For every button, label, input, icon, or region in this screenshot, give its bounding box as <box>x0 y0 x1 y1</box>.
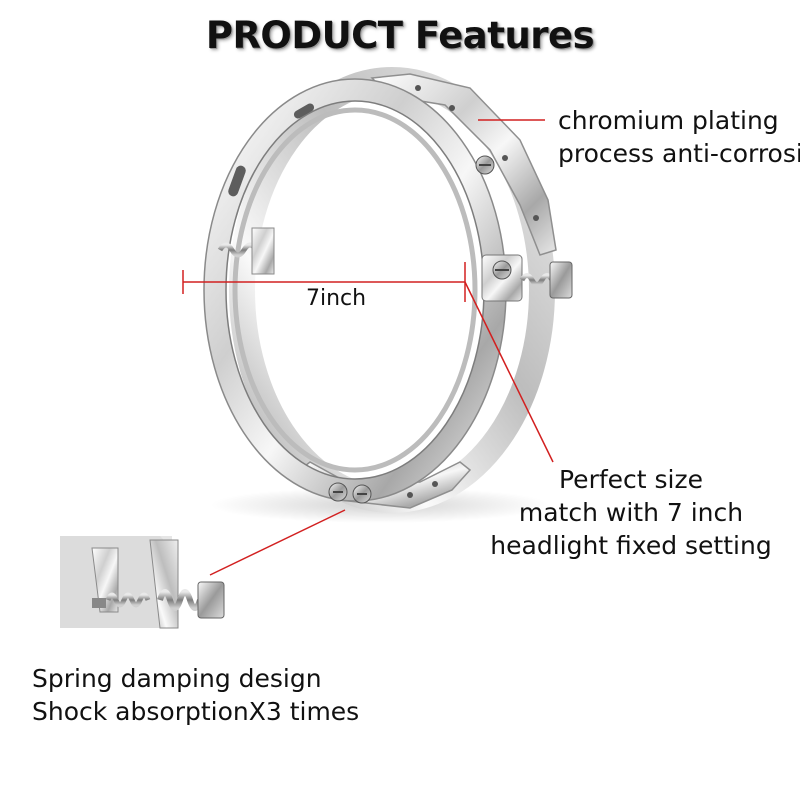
left-spring-clip <box>217 227 275 275</box>
bracket-hole <box>533 215 539 221</box>
bottom-screws <box>328 482 372 504</box>
inset-screw-head <box>92 598 106 608</box>
spring-leader-line <box>209 509 346 576</box>
ring-slot <box>228 165 246 197</box>
plating-callout: chromium plating process anti-corrosion <box>558 104 800 170</box>
bracket-hole <box>407 492 413 498</box>
bracket-hole <box>502 155 508 161</box>
diameter-label: 7inch <box>306 286 367 311</box>
spring-callout-line-2: Shock absorptionX3 times <box>32 697 360 726</box>
right-adjuster-screw <box>481 254 573 302</box>
inset-spring-coil <box>105 589 203 611</box>
size-leader-line <box>464 281 554 463</box>
size-callout: Perfect size match with 7 inch headlight… <box>476 463 786 562</box>
inset-nut <box>197 581 225 619</box>
size-callout-line-3: headlight fixed setting <box>490 531 772 560</box>
ring-inner-lip <box>232 107 478 473</box>
bracket-hole <box>449 105 455 111</box>
spring-callout: Spring damping design Shock absorptionX3… <box>32 662 359 728</box>
size-callout-line-2: match with 7 inch <box>518 498 744 527</box>
page-title: PRODUCT Features <box>205 14 595 57</box>
size-callout-line-1: Perfect size <box>559 465 703 494</box>
plating-callout-line-1: chromium plating <box>558 106 779 135</box>
bracket-hole <box>432 481 438 487</box>
ring-slot <box>293 103 315 119</box>
spring-callout-line-1: Spring damping design <box>32 664 322 693</box>
spring-detail-inset <box>60 536 225 629</box>
bracket-hole <box>415 85 421 91</box>
plating-callout-line-2: process anti-corrosion <box>558 139 800 168</box>
top-screw <box>475 155 495 175</box>
